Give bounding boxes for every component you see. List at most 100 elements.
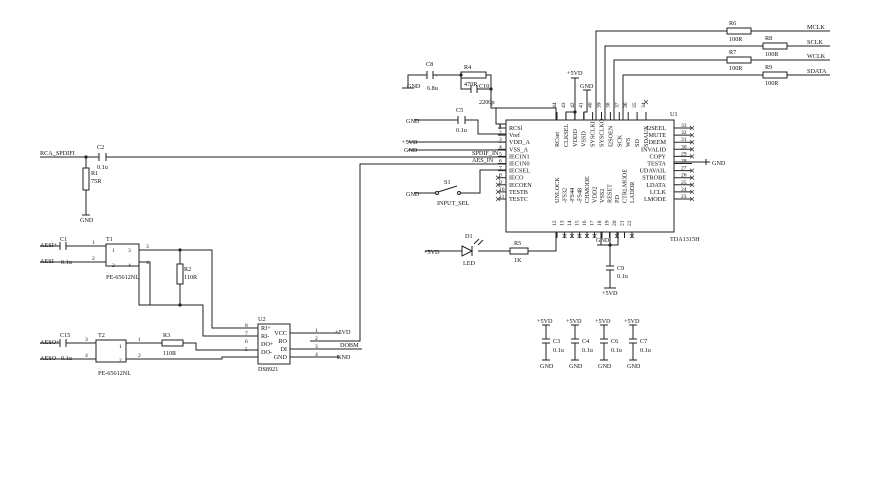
u1-pin-28-num: 28	[681, 159, 687, 165]
u2-pin-4-num: 4	[315, 352, 318, 358]
u1-part: TDA1315H	[670, 236, 700, 243]
u1-pin-19-num: 19	[605, 220, 611, 226]
u1-pin-13-name: -FS32	[562, 188, 569, 203]
r3-val: 110R	[163, 350, 177, 357]
nc-mark	[495, 182, 501, 188]
c1-val: 0.1u	[61, 259, 72, 266]
c10-val: 2200p	[479, 99, 494, 106]
c6-ref: C6	[611, 338, 618, 345]
nc-mark	[689, 175, 695, 180]
t2-pin4: 4	[85, 353, 88, 359]
u1-pin-4-name: VSS_A	[509, 146, 528, 153]
u1-pin-27-name: UDAVAIL	[639, 168, 666, 175]
u2-ref: U2	[258, 316, 266, 323]
r6-body	[726, 27, 752, 35]
junctions	[84, 73, 612, 307]
u1-pin-16-num: 16	[582, 220, 588, 226]
nc-mark	[689, 139, 695, 145]
u1-pin-44-num: 44	[552, 102, 558, 108]
r1-ref: R1	[91, 170, 98, 177]
nc-mark	[689, 147, 695, 152]
gnd-pin4: GND	[404, 147, 418, 154]
r3-body	[161, 339, 184, 347]
u1-pin-20-name: PD	[614, 195, 621, 203]
t2-ref: T2	[98, 332, 105, 339]
u1-pin-42-num: 42	[570, 102, 576, 108]
u1-pin-26-name: STROBE	[642, 175, 666, 182]
t1-part: PE-65612NL	[106, 274, 139, 281]
u1-pin-2-num: 2	[499, 130, 502, 136]
d1-ref: D1	[465, 233, 473, 240]
d1-val: LED	[463, 260, 476, 267]
u1-body	[505, 119, 675, 233]
r1-val: 75R	[91, 178, 102, 185]
u1-pin-43-name: CLKSEL	[563, 123, 570, 147]
nc-mark	[569, 233, 575, 239]
net-mclk: MCLK	[807, 24, 825, 31]
u1-pin-3-name: VDD_A	[509, 139, 530, 146]
net-aesi-plus: AESI+	[40, 242, 58, 249]
u1-pin-27-num: 27	[681, 166, 687, 172]
u1-pin-9-num: 9	[499, 180, 502, 186]
c15-val: 0.1u	[61, 355, 72, 362]
c3-val: 0.1u	[553, 347, 564, 354]
u2-pin-4-name: GND	[274, 354, 288, 361]
c2-val: 0.1u	[97, 164, 108, 171]
u1-pin-35-num: 35	[632, 102, 638, 108]
u1-pin-2-name: Vref	[509, 132, 521, 139]
u1-pin-36-num: 36	[623, 102, 629, 108]
u1-pin-25-num: 25	[681, 180, 687, 186]
vdd-top: +5VD	[567, 70, 583, 77]
c15-ref: C15	[60, 332, 70, 339]
net-dobm: DOBM	[340, 342, 359, 349]
nc-mark	[592, 233, 597, 239]
t1-transformer: T1 PE-65612NL 1 2 3 4 1 2 3 4	[92, 236, 149, 281]
r5-ref: R5	[514, 240, 521, 247]
r1-body	[82, 167, 90, 191]
c4-val: 0.1u	[582, 347, 593, 354]
u2-pin-3-name: DI	[280, 346, 287, 353]
u2-pin-5-name: DO-	[261, 349, 272, 356]
vdd-pin3: +5VD	[402, 139, 418, 146]
u2-pin-3-num: 3	[315, 344, 318, 350]
u1-pin-15-num: 15	[575, 220, 581, 226]
c10-ref: C10	[479, 83, 489, 90]
u1-pin-7-num: 7	[499, 166, 502, 172]
net-aeso-plus: AESO+	[40, 339, 60, 346]
wires	[40, 30, 830, 360]
gnd-c5: GND	[406, 118, 420, 125]
u1-pin-14-name: -FS44	[569, 188, 576, 203]
nc-mark	[689, 132, 695, 138]
nc-mark	[629, 233, 635, 239]
u2-pin-5-num: 5	[245, 347, 248, 353]
u1-pin-35-name: SD	[634, 139, 641, 147]
u1-pin-22-num: 22	[627, 220, 633, 226]
t1-pin4: 4	[128, 263, 131, 269]
u1-pin-11-name: TESTC	[509, 196, 528, 203]
gnd-c6: GND	[598, 363, 612, 370]
vdd-c4: +5VD	[566, 318, 582, 325]
gnd-c3: GND	[540, 363, 554, 370]
u1-pin-41-name: VSSD	[581, 131, 588, 147]
c5-ref: C5	[456, 107, 463, 114]
u1-pin-15-name: -FS48	[577, 188, 584, 203]
u1-pin-29-name: COPY	[649, 153, 666, 160]
u2-pin-6-name: DO+	[261, 341, 274, 348]
gnd-r1: GND	[80, 217, 94, 224]
u1-pin-44-name: RCset	[554, 132, 561, 147]
nc-mark	[495, 196, 501, 202]
u1-pin-39-name: SYSCLKO	[599, 118, 606, 147]
t2-body	[95, 339, 127, 363]
gnd-c4: GND	[569, 363, 583, 370]
u1-pin-41-num: 41	[579, 102, 585, 108]
u1-pin-34-name: SDAUX	[643, 125, 650, 147]
vdd-c3: +5VD	[537, 318, 553, 325]
nc-mark	[689, 189, 695, 195]
c6-val: 0.1u	[611, 347, 622, 354]
u1-pin-32-num: 32	[681, 130, 687, 136]
t1-ext-pin2: 2	[92, 256, 95, 262]
r4-body	[460, 71, 487, 79]
nc-mark	[689, 125, 695, 131]
gnd-s1: GND	[406, 191, 420, 198]
nc-mark	[643, 99, 649, 105]
